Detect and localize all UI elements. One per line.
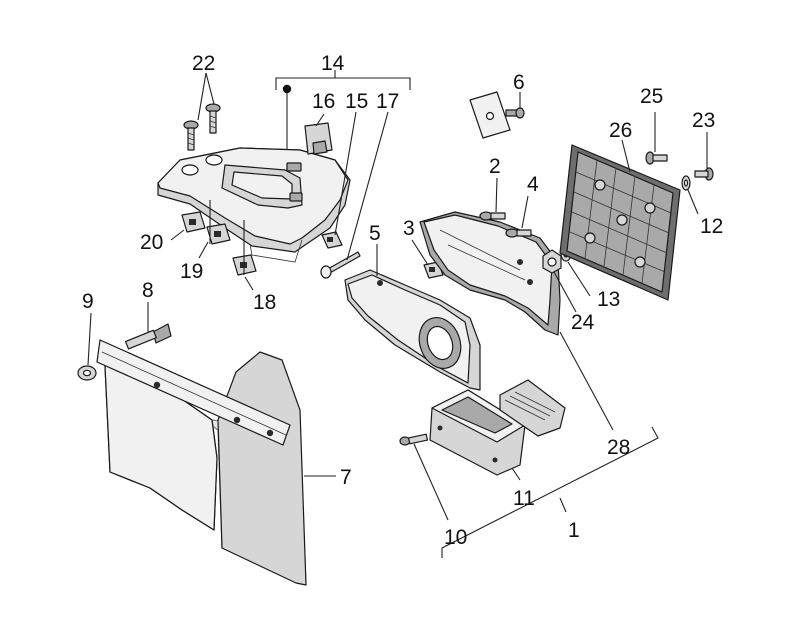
- label-12: 12: [700, 215, 723, 238]
- part-8-bolt: [124, 323, 172, 350]
- part-16-clip: [304, 122, 333, 155]
- part-24-nut: [542, 249, 562, 274]
- label-4: 4: [527, 173, 539, 196]
- label-8: 8: [142, 279, 154, 302]
- label-6: 6: [513, 71, 525, 94]
- part-14-top-cover: [157, 147, 351, 263]
- label-11: 11: [513, 487, 535, 510]
- leader-lines: [87, 70, 708, 558]
- part-11-lens: [499, 379, 566, 437]
- label-15: 15: [345, 90, 368, 113]
- part-10-screw: [399, 433, 429, 446]
- part-7-mud-flap: [103, 344, 307, 586]
- part-22-screws: [183, 103, 221, 151]
- label-5: 5: [369, 222, 381, 245]
- part-17-rivet: [320, 251, 361, 279]
- label-28: 28: [607, 436, 630, 459]
- label-17: 17: [376, 90, 399, 113]
- part-25-screw: [645, 151, 668, 165]
- label-14: 14: [321, 52, 345, 75]
- label-7: 7: [340, 466, 352, 489]
- label-22: 22: [192, 52, 215, 75]
- label-24: 24: [571, 311, 595, 334]
- label-16: 16: [312, 90, 335, 113]
- label-2: 2: [489, 155, 501, 178]
- part-26-plate-bracket: [559, 144, 681, 301]
- part-15-nut: [321, 231, 343, 249]
- label-9: 9: [82, 290, 94, 313]
- label-18: 18: [253, 291, 276, 314]
- label-20: 20: [140, 231, 163, 254]
- label-3: 3: [403, 217, 415, 240]
- part-7-mounting-rail: [96, 339, 291, 446]
- label-1: 1: [568, 519, 580, 542]
- part-6-plate: [469, 91, 525, 139]
- part-4-screw: [505, 228, 532, 238]
- part-9-washer: [77, 365, 97, 381]
- label-25: 25: [640, 85, 663, 108]
- label-26: 26: [609, 119, 632, 142]
- part-12-washer: [681, 175, 691, 191]
- label-10: 10: [444, 526, 467, 549]
- part-5-bracket: [344, 269, 481, 391]
- part-2-screw: [479, 211, 506, 221]
- label-19: 19: [180, 260, 203, 283]
- label-13: 13: [597, 288, 620, 311]
- part-28-fender-panel: [419, 211, 561, 336]
- part-23-screw: [694, 167, 714, 181]
- label-23: 23: [692, 109, 715, 132]
- part-number-labels: 22 14 16 15 17 6 25 23 26 2 4 12 3 5 20 …: [82, 52, 723, 549]
